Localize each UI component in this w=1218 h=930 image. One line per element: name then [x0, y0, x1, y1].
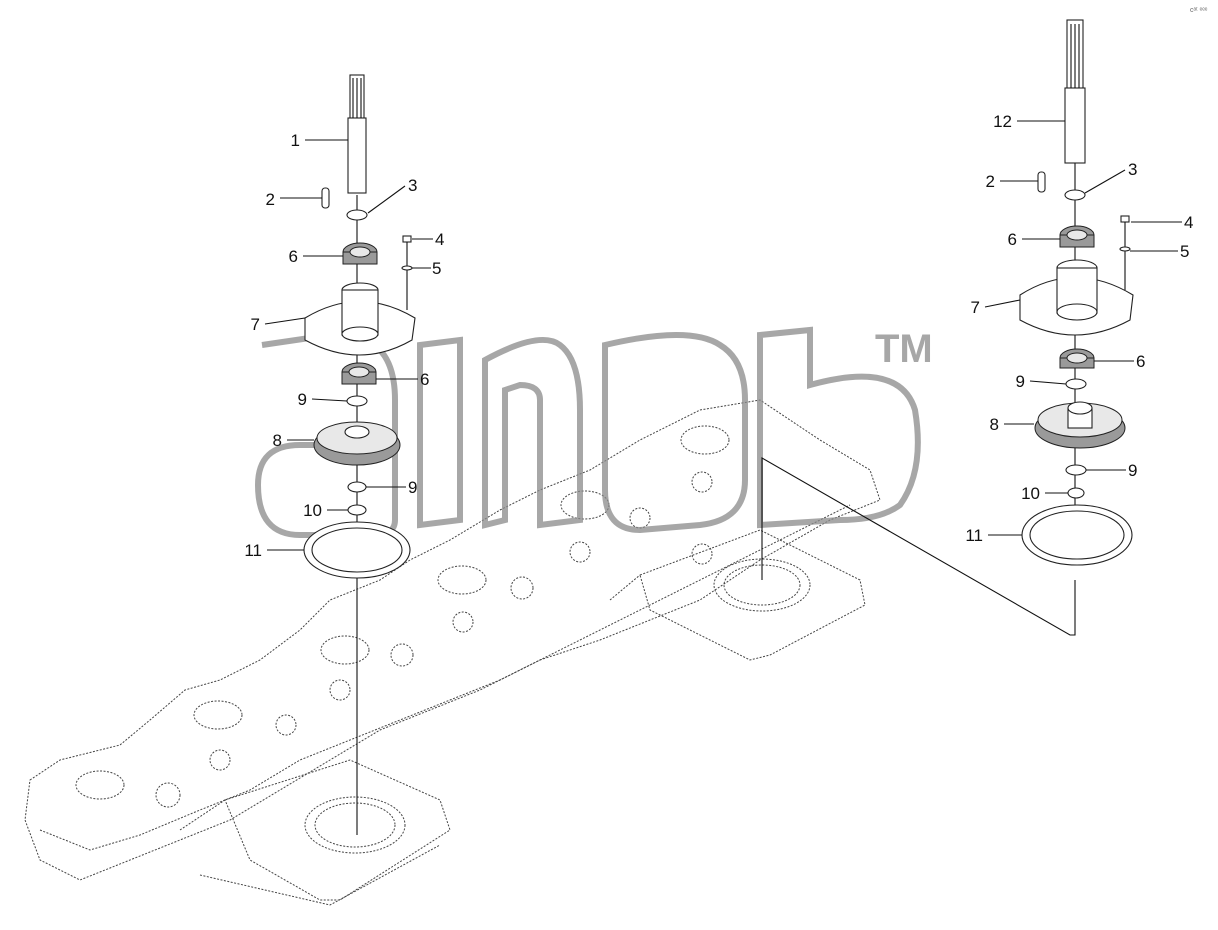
watermark-logo: TM [254, 326, 933, 538]
left-callout-number: 9 [408, 478, 417, 497]
left-leader-line [311, 398, 348, 402]
right-leader-line [984, 299, 1021, 308]
left-callout-number: 2 [266, 190, 275, 209]
cutter-bar-frame [24, 399, 881, 906]
right-callout-number: 2 [986, 172, 995, 191]
left-callout-number: 8 [273, 431, 282, 450]
left-callout-number: 3 [408, 176, 417, 195]
right-assembly [761, 19, 1134, 636]
right-callout-number: 9 [1016, 372, 1025, 391]
right-callout-number: 12 [993, 112, 1012, 131]
right-callout-number: 6 [1008, 230, 1017, 249]
left-callout-number: 11 [244, 541, 262, 560]
right-callout-number: 7 [971, 298, 980, 317]
left-assembly [303, 74, 416, 835]
right-callout-number: 4 [1184, 213, 1193, 232]
left-callout-number: 1 [291, 131, 300, 150]
left-leader-line [367, 185, 406, 214]
right-callout-number: 9 [1128, 461, 1137, 480]
right-callout-number: 8 [990, 415, 999, 434]
right-callout-number: 11 [965, 526, 983, 545]
right-leader-line [1084, 169, 1126, 194]
right-callout-number: 5 [1180, 242, 1189, 261]
left-callout-number: 5 [432, 259, 441, 278]
corner-code: cᵃᵗ ᵉᵉᵉ [1190, 7, 1208, 14]
left-callout-number: 7 [251, 315, 260, 334]
left-callout-number: 9 [298, 390, 307, 409]
left-callout-number: 10 [303, 501, 322, 520]
right-leader-line [1029, 380, 1067, 385]
left-callout-number: 6 [420, 370, 429, 389]
left-callout-number: 6 [289, 247, 298, 266]
right-callout-number: 3 [1128, 160, 1137, 179]
right-callout-number: 6 [1136, 352, 1145, 371]
watermark-tm: TM [875, 327, 933, 371]
right-callout-number: 10 [1021, 484, 1040, 503]
left-leader-line [264, 317, 306, 325]
left-callout-number: 4 [435, 230, 444, 249]
